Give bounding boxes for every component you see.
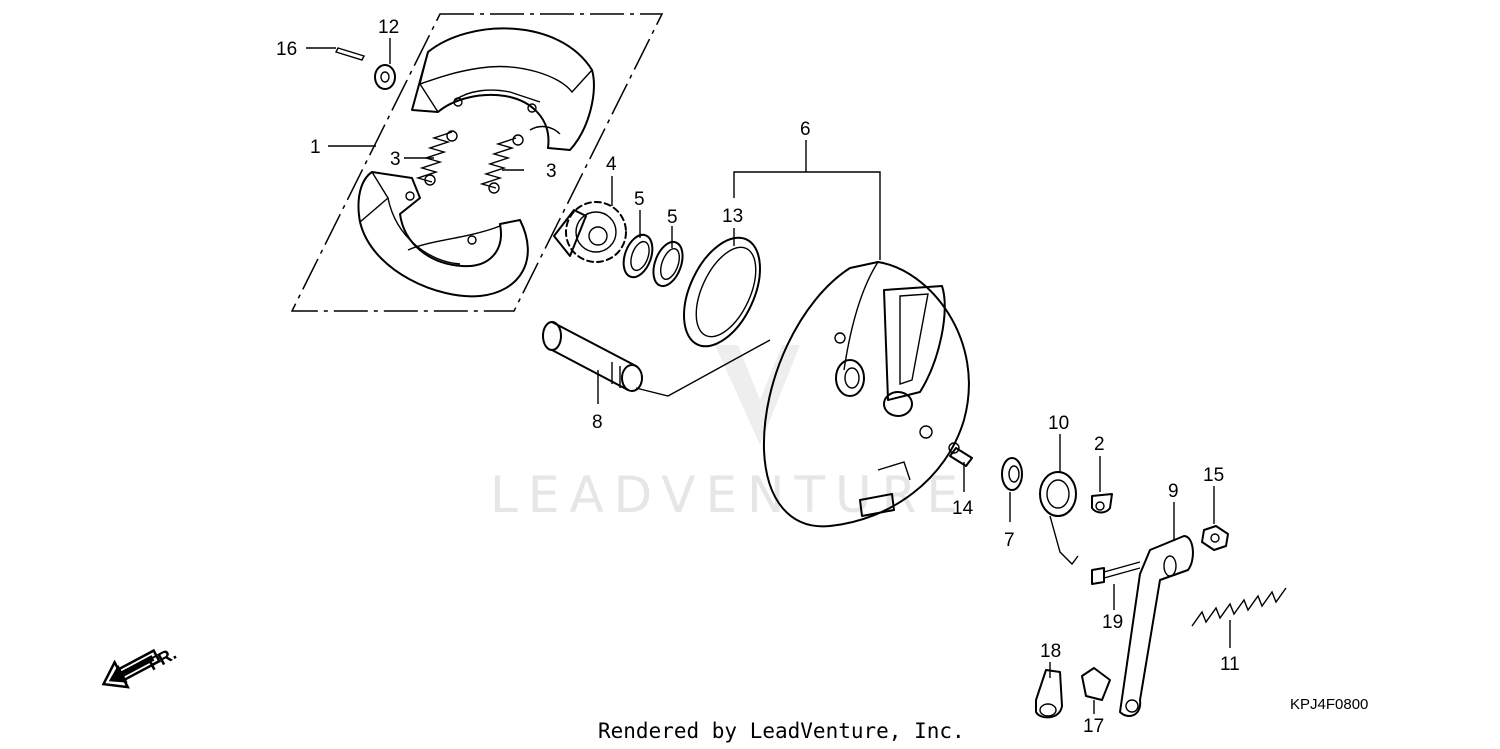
pin-17[interactable] xyxy=(1081,667,1111,701)
brake-shoe-lower[interactable] xyxy=(357,171,529,298)
speedometer-gear[interactable] xyxy=(553,201,627,263)
callout-3-right[interactable]: 3 xyxy=(546,161,557,182)
callout-15[interactable]: 15 xyxy=(1203,465,1224,486)
callout-13[interactable]: 13 xyxy=(722,206,743,227)
callout-17[interactable]: 17 xyxy=(1083,716,1104,737)
callout-5-first[interactable]: 5 xyxy=(634,189,645,210)
callouts: 1 2 3 3 4 5 5 6 7 8 9 10 11 12 13 14 15 … xyxy=(276,17,1240,737)
callout-2[interactable]: 2 xyxy=(1094,434,1105,455)
callout-8[interactable]: 8 xyxy=(592,412,603,433)
cotter-pin[interactable] xyxy=(335,47,365,61)
callout-16[interactable]: 16 xyxy=(276,39,297,60)
joint-18[interactable] xyxy=(1035,669,1063,719)
watermark-logo xyxy=(715,345,800,445)
oil-seal-2[interactable] xyxy=(648,238,688,290)
front-direction-label: FR. xyxy=(145,643,180,674)
callout-9[interactable]: 9 xyxy=(1168,481,1179,502)
brake-cam[interactable] xyxy=(542,321,771,397)
footer-credit: Rendered by LeadVenture, Inc. xyxy=(598,719,965,743)
callout-4[interactable]: 4 xyxy=(606,154,617,175)
callout-7[interactable]: 7 xyxy=(1004,530,1015,551)
return-spring[interactable] xyxy=(1039,471,1079,566)
brake-arm[interactable] xyxy=(1119,535,1194,717)
arm-spring[interactable] xyxy=(1191,587,1287,627)
washer-7[interactable] xyxy=(1001,457,1023,491)
washer-12[interactable] xyxy=(374,64,396,90)
diagram-code: KPJ4F0800 xyxy=(1290,696,1368,713)
callout-11[interactable]: 11 xyxy=(1220,654,1240,675)
callout-10[interactable]: 10 xyxy=(1048,413,1069,434)
front-direction-arrow-icon xyxy=(101,648,161,689)
bolt-14[interactable] xyxy=(948,442,973,467)
dust-seal[interactable] xyxy=(668,226,775,358)
callout-5-second[interactable]: 5 xyxy=(667,207,678,228)
watermark-text: LEADVENTURE xyxy=(490,466,968,524)
oil-seal-1[interactable] xyxy=(618,231,657,281)
brake-shoe-group-box xyxy=(290,13,664,312)
callout-18[interactable]: 18 xyxy=(1040,641,1061,662)
brake-panel[interactable] xyxy=(762,261,970,528)
brake-shoe-spring-right[interactable] xyxy=(479,134,524,194)
callout-12[interactable]: 12 xyxy=(378,17,399,38)
callout-1[interactable]: 1 xyxy=(310,137,321,158)
bolt-19[interactable] xyxy=(1091,561,1141,585)
callout-14[interactable]: 14 xyxy=(952,498,974,519)
callout-3-left[interactable]: 3 xyxy=(390,149,401,170)
leader-lines xyxy=(306,38,1231,714)
callout-19[interactable]: 19 xyxy=(1102,612,1123,633)
callout-6[interactable]: 6 xyxy=(800,119,811,140)
nut-15[interactable] xyxy=(1201,525,1229,551)
wear-indicator-plate[interactable] xyxy=(1091,493,1113,514)
brake-shoe-upper[interactable] xyxy=(411,27,595,151)
